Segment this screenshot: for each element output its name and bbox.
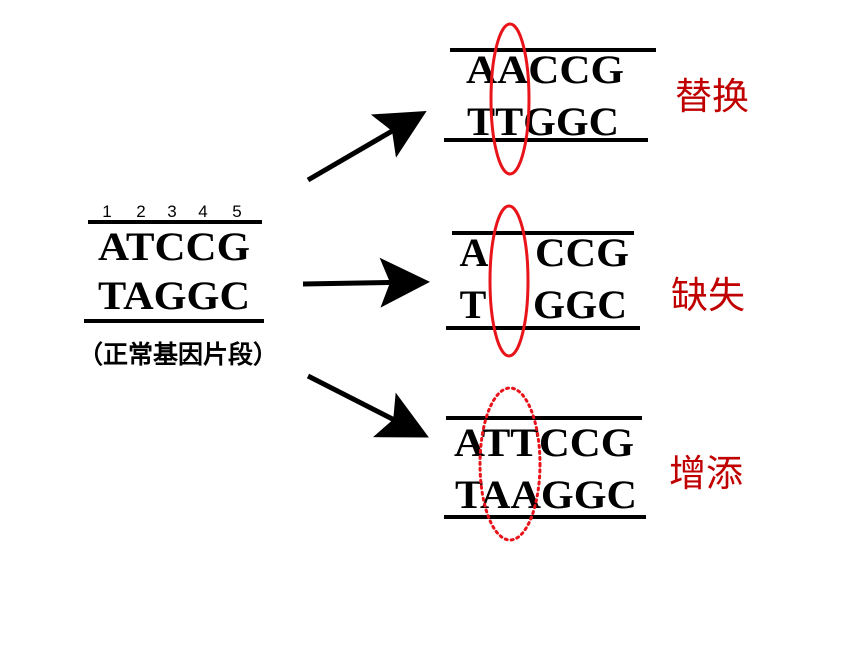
deletion-top-left: A — [460, 230, 489, 275]
position-number: 2 — [136, 202, 145, 221]
arrow-to-insertion — [306, 373, 429, 438]
normal-caption: （正常基因片段） — [78, 340, 278, 369]
deletion-fragment: A CCG T GGC 缺失 — [446, 204, 745, 358]
deletion-bottom-left: T — [460, 282, 487, 327]
deletion-label: 缺失 — [671, 274, 745, 317]
substitution-top-strand: AACCG — [466, 47, 624, 92]
substitution-label: 替换 — [675, 75, 749, 118]
arrow-to-substitution — [306, 110, 427, 183]
mutation-marker-ellipse — [489, 22, 531, 176]
position-number: 4 — [198, 202, 207, 221]
position-number: 5 — [232, 202, 241, 221]
normal-top-strand: ATCCG — [98, 224, 250, 269]
mutation-marker-dotted-ellipse — [478, 386, 542, 542]
normal-bottom-strand: TAGGC — [98, 273, 250, 318]
position-number: 1 — [102, 202, 111, 221]
arrow-to-deletion — [302, 257, 430, 308]
substitution-fragment: AACCG TTGGC 替换 — [444, 22, 749, 176]
position-number: 3 — [167, 202, 176, 221]
normal-gene-fragment: 1 2 3 4 5 ATCCG TAGGC （正常基因片段） — [78, 202, 278, 369]
deletion-bottom-right: GGC — [533, 282, 627, 327]
deletion-top-right: CCG — [535, 230, 629, 275]
insertion-label: 增添 — [669, 452, 743, 495]
mutation-marker-ellipse — [488, 204, 530, 358]
insertion-fragment: ATTCCG TAAGGC 增添 — [444, 386, 743, 542]
